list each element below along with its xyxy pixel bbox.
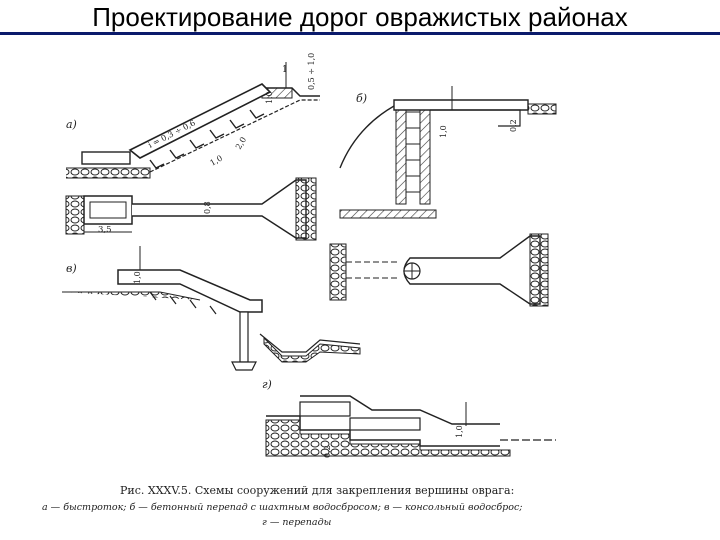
dim-a-plan-len: 3,5 [98, 225, 112, 235]
dim-a-plan-w: 0,8 [203, 201, 212, 214]
panel-label-g: г) [262, 378, 272, 391]
figure-caption-legend-end: г — перепады [262, 517, 332, 528]
dim-b-width: 1,0 [439, 125, 448, 138]
dim-a-side: 2,0 [234, 135, 248, 151]
title-underline [0, 32, 720, 35]
dim-a-height: 0,5 ÷ 1,0 [307, 53, 316, 90]
dim-a-small: 1,0 [265, 91, 274, 104]
slide-title: Проектирование дорог овражистых районах [92, 2, 628, 32]
panel-label-b: б) [356, 92, 367, 105]
figure-caption-legend: а — быстроток; б — бетонный перепад с ша… [42, 502, 523, 513]
panel-b-profile: б) 1,0 0,2 [339, 86, 557, 219]
dim-v-step: 1,0 [133, 271, 142, 284]
panel-label-v: в) [66, 262, 77, 275]
panel-b-plan [329, 233, 549, 307]
dim-a-slope: i = 0,3 ÷ 0,6 [147, 118, 197, 149]
engineering-diagram: а) 1 0,5 ÷ 1,0 i = 0,3 ÷ 0,6 1,0 2,0 1,0… [62, 53, 557, 458]
panel-v-profile: в) 1,0 [62, 246, 361, 371]
dim-a-arrow-number: 1 [282, 65, 288, 75]
panel-label-a: а) [66, 118, 77, 131]
panel-a-profile: а) 1 0,5 ÷ 1,0 i = 0,3 ÷ 0,6 1,0 2,0 1,0 [66, 53, 320, 179]
dim-g-step: 1,0 [455, 425, 464, 438]
panel-a-plan: 3,5 0,8 [65, 177, 317, 241]
panel-g-profile: г) 1,0 0,2 [262, 378, 556, 458]
dim-b-depth: 0,2 [509, 119, 518, 132]
figure-caption: Рис. XXXV.5. Схемы сооружений для закреп… [120, 484, 515, 497]
dim-a-step: 1,0 [209, 154, 225, 168]
title-bar: Проектирование дорог овражистых районах [0, 0, 720, 34]
dim-g-left: 0,2 [323, 445, 332, 458]
